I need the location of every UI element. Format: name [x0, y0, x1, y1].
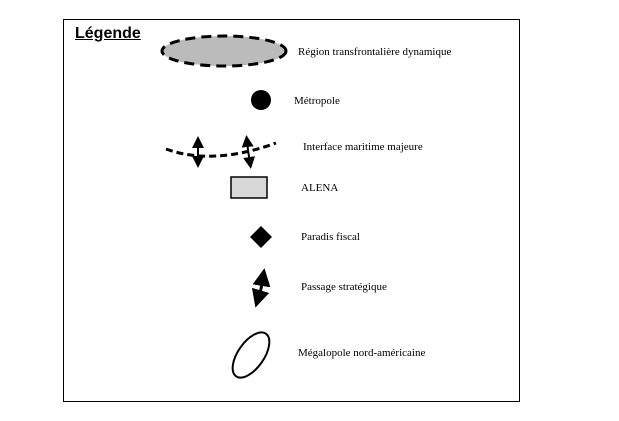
legend-box: Légende	[63, 19, 520, 402]
black-circle-icon	[251, 90, 271, 110]
legend-label-alena: ALENA	[301, 182, 339, 194]
legend-label-region: Région transfrontalière dynamique	[298, 46, 452, 58]
legend-label-metropole: Métropole	[294, 95, 340, 107]
legend-label-passage: Passage stratégique	[301, 281, 387, 293]
double-arrow-icon	[251, 268, 271, 308]
dashed-arc-with-arrows-icon	[165, 135, 277, 169]
dashed-gray-ellipse-icon	[160, 34, 288, 68]
legend-title: Légende	[75, 25, 141, 42]
black-diamond-icon	[250, 226, 272, 248]
legend-label-megalopole: Mégalopole nord-américaine	[298, 347, 426, 359]
legend-label-paradis: Paradis fiscal	[301, 231, 360, 243]
gray-rectangle-icon	[230, 176, 268, 199]
legend-label-interface: Interface maritime majeure	[303, 141, 423, 153]
ellipse-outline-icon	[231, 331, 271, 379]
